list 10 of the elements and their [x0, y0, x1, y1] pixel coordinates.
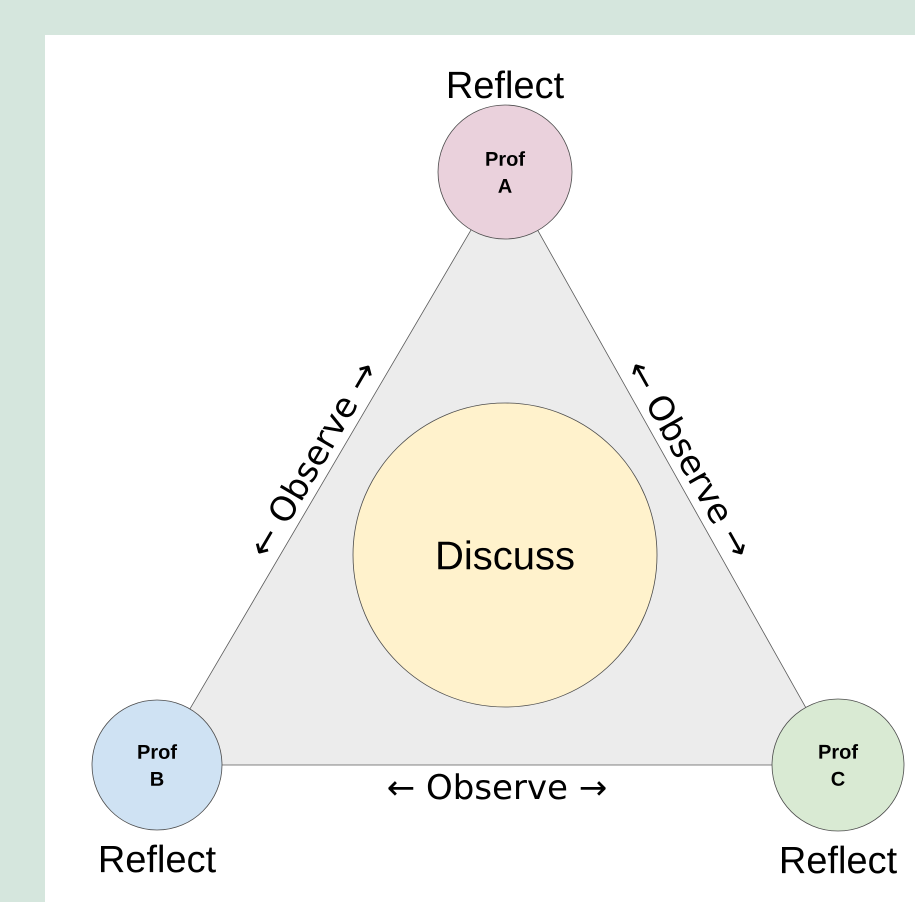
circle-node: Prof B	[92, 700, 222, 830]
circle-node: Prof C	[772, 698, 904, 832]
connector-line	[222, 764, 772, 766]
caption-text: Reflect	[782, 846, 897, 874]
connector-line	[537, 230, 806, 708]
caption-text: Reflect	[449, 70, 564, 98]
connector-line	[190, 229, 472, 710]
edge-label: ← Observe →	[388, 773, 606, 800]
caption-text: Reflect	[101, 844, 216, 873]
circle-node: Prof A	[438, 104, 572, 240]
